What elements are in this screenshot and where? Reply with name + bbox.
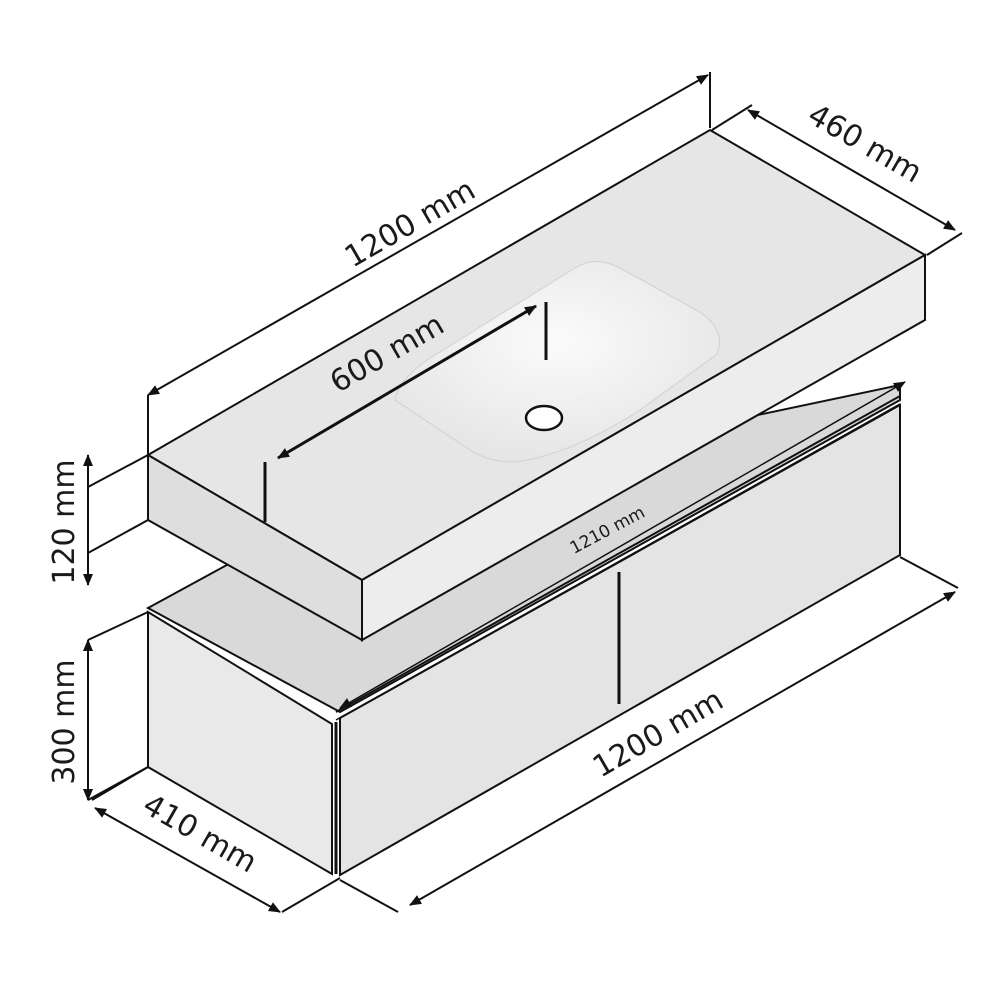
countertop-depth-dimension <box>747 109 956 231</box>
drain-icon <box>524 404 564 432</box>
cabinet-depth-dimension <box>94 807 281 913</box>
label-countertop-height: 120 mm <box>47 459 82 584</box>
extension-line <box>339 879 399 913</box>
extension-line <box>87 519 149 554</box>
extension-line <box>926 232 963 256</box>
extension-line <box>281 877 341 913</box>
label-countertop-width: 1200 mm <box>339 173 482 275</box>
label-cabinet-height: 300 mm <box>47 659 82 784</box>
extension-line <box>87 454 149 488</box>
cabinet-left-side <box>147 610 333 876</box>
extension-line <box>899 556 959 589</box>
cabinet-width-dimension <box>409 591 956 906</box>
extension-line <box>87 611 149 641</box>
extension-line <box>711 104 753 131</box>
extension-line <box>91 766 149 801</box>
countertop-width-dimension <box>147 74 709 396</box>
dimension-lines <box>83 72 963 913</box>
label-countertop-depth: 460 mm <box>802 97 928 190</box>
